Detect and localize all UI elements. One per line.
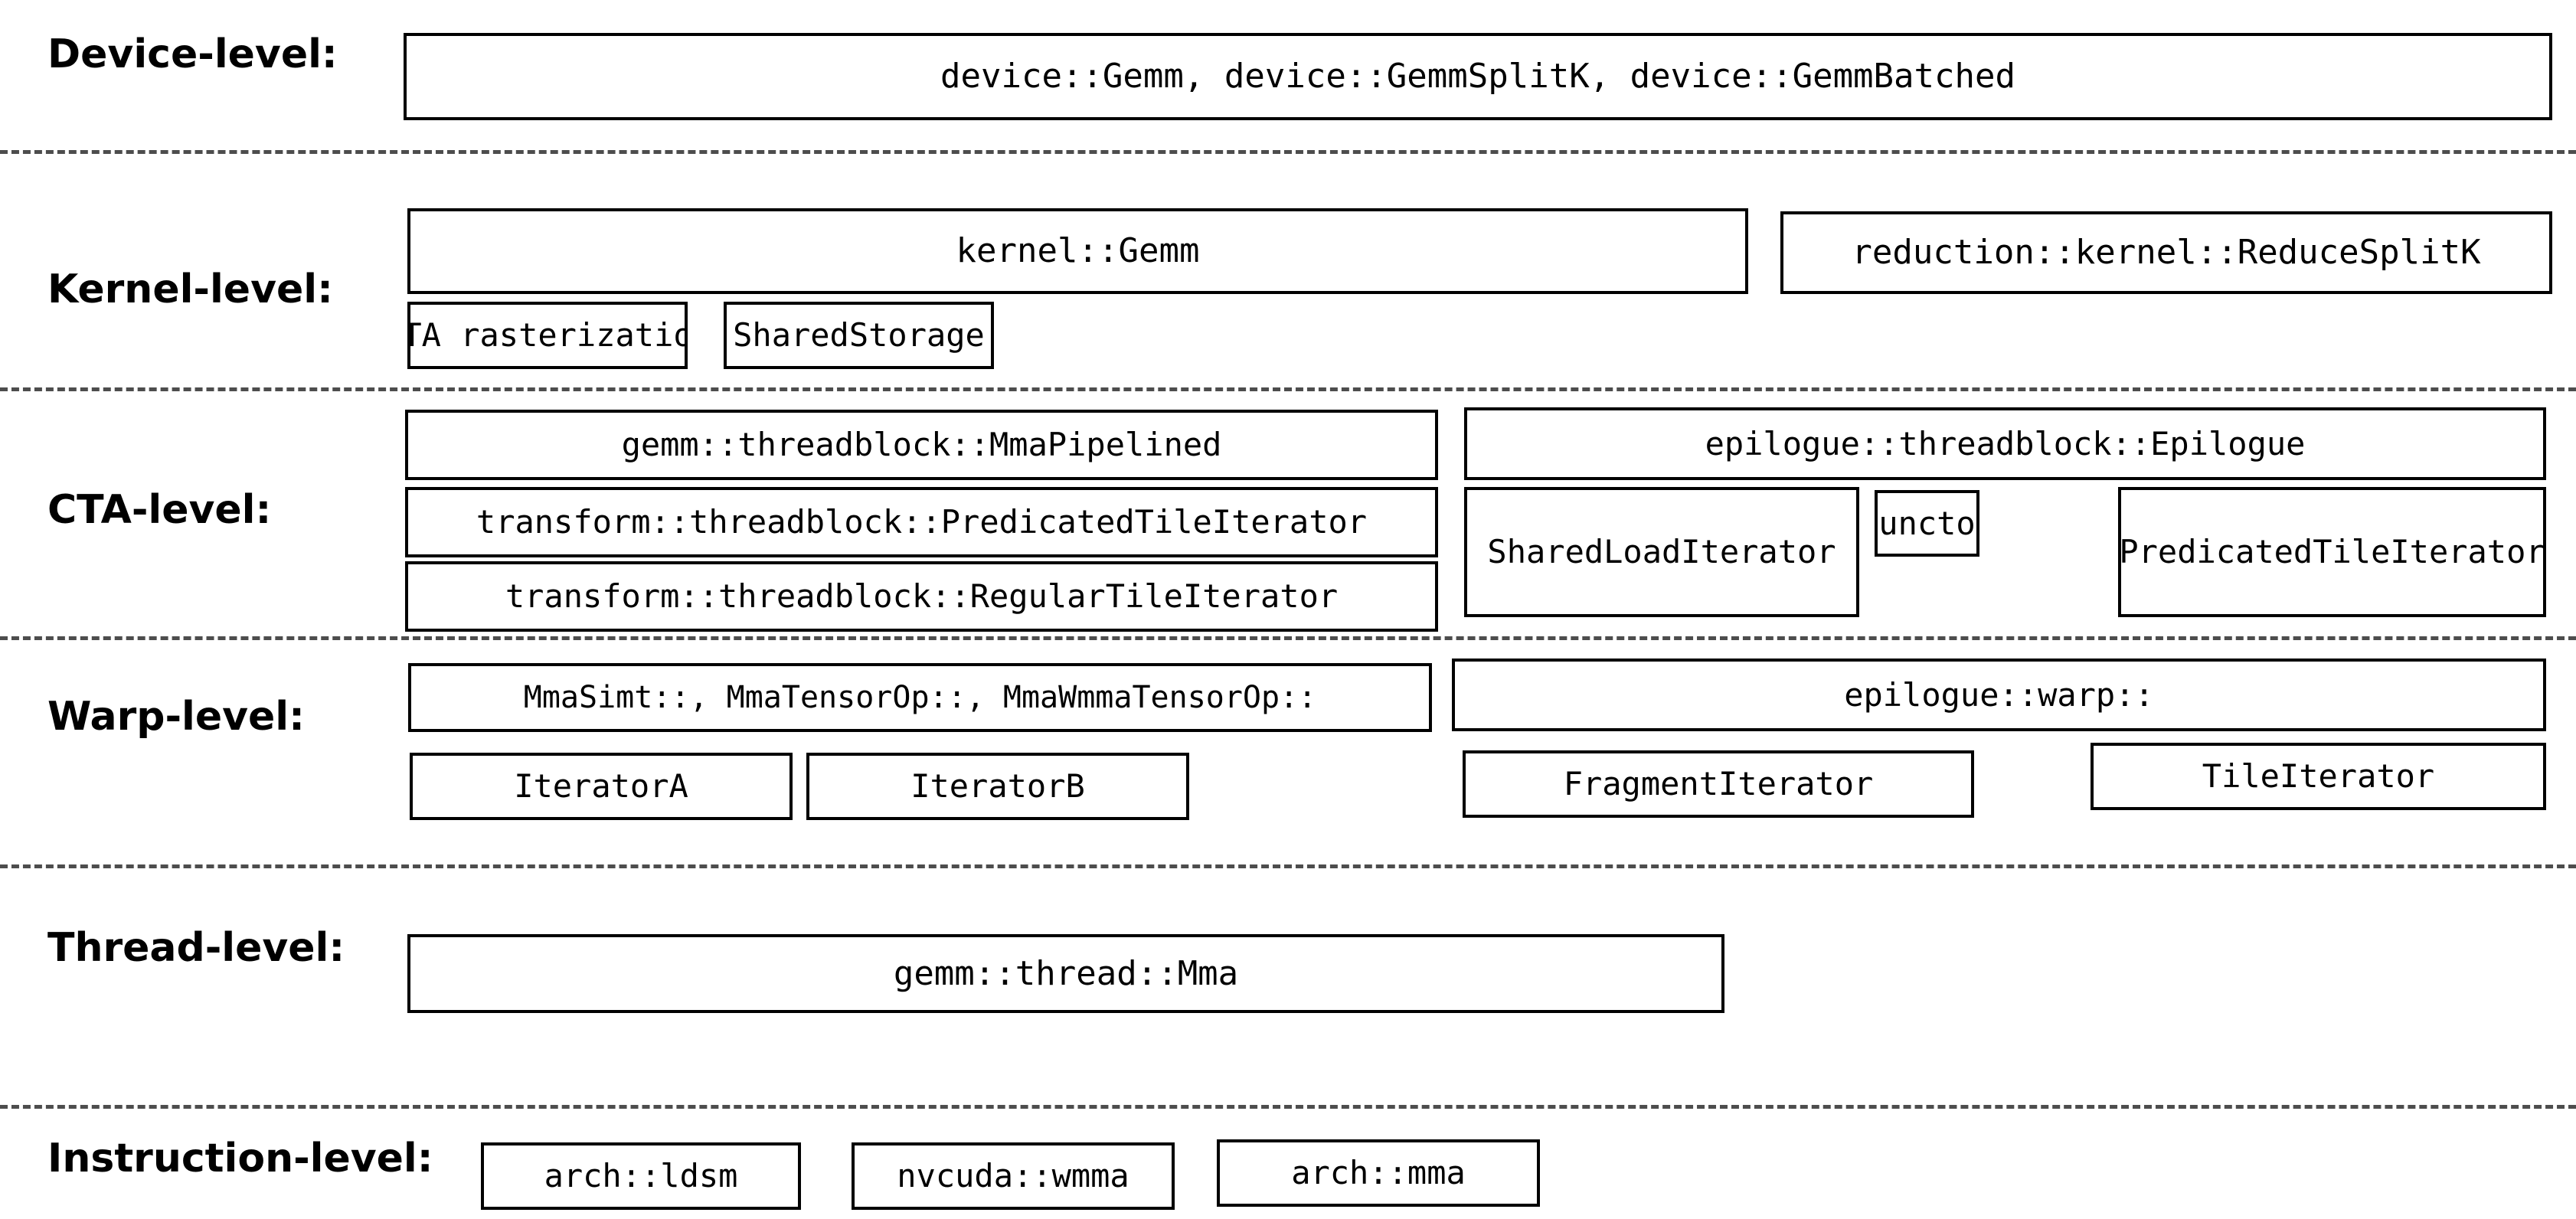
- node-epilogue-warp[interactable]: epilogue::warp::: [1452, 659, 2546, 731]
- node-epilogue-threadblock-epilogue[interactable]: epilogue::threadblock::Epilogue: [1464, 407, 2546, 480]
- node-functor[interactable]: Functor: [1875, 490, 1979, 557]
- node-iterator-a[interactable]: IteratorA: [410, 753, 793, 820]
- level-label-device: Device-level:: [47, 31, 338, 77]
- node-predicated-tile-iterator[interactable]: PredicatedTileIterator: [2118, 487, 2546, 617]
- level-label-kernel: Kernel-level:: [47, 266, 333, 312]
- node-fragment-iterator[interactable]: FragmentIterator: [1463, 750, 1974, 818]
- level-label-cta: CTA-level:: [47, 487, 272, 533]
- divider-warp-thread: [0, 864, 2576, 868]
- node-cta-rasterization[interactable]: CTA rasterization: [407, 302, 688, 369]
- node-shared-load-iterator[interactable]: SharedLoadIterator: [1464, 487, 1859, 617]
- node-gemm-thread-mma[interactable]: gemm::thread::Mma: [407, 934, 1724, 1013]
- node-device-gemm[interactable]: device::Gemm, device::GemmSplitK, device…: [404, 33, 2552, 120]
- divider-thread-instruction: [0, 1105, 2576, 1109]
- node-mma-ops[interactable]: MmaSimt::, MmaTensorOp::, MmaWmmaTensorO…: [408, 663, 1432, 732]
- divider-device-kernel: [0, 150, 2576, 154]
- node-transform-threadblock-regulartileiterator[interactable]: transform::threadblock::RegularTileItera…: [405, 561, 1438, 632]
- node-transform-threadblock-predicatedtileiterator[interactable]: transform::threadblock::PredicatedTileIt…: [405, 487, 1438, 557]
- node-arch-ldsm[interactable]: arch::ldsm: [481, 1142, 801, 1210]
- node-arch-mma[interactable]: arch::mma: [1217, 1139, 1540, 1207]
- level-label-thread: Thread-level:: [47, 925, 345, 971]
- node-iterator-b[interactable]: IteratorB: [806, 753, 1189, 820]
- divider-kernel-cta: [0, 387, 2576, 391]
- level-label-warp: Warp-level:: [47, 694, 305, 740]
- node-tile-iterator[interactable]: TileIterator: [2091, 743, 2546, 810]
- node-reduction-kernel-reducesplitk[interactable]: reduction::kernel::ReduceSplitK: [1780, 211, 2552, 294]
- level-label-instruction: Instruction-level:: [47, 1136, 433, 1181]
- node-kernel-gemm[interactable]: kernel::Gemm: [407, 208, 1748, 294]
- node-gemm-threadblock-mmapipelined[interactable]: gemm::threadblock::MmaPipelined: [405, 410, 1438, 480]
- divider-cta-warp: [0, 636, 2576, 640]
- node-nvcuda-wmma[interactable]: nvcuda::wmma: [852, 1142, 1175, 1210]
- node-shared-storage[interactable]: SharedStorage: [724, 302, 994, 369]
